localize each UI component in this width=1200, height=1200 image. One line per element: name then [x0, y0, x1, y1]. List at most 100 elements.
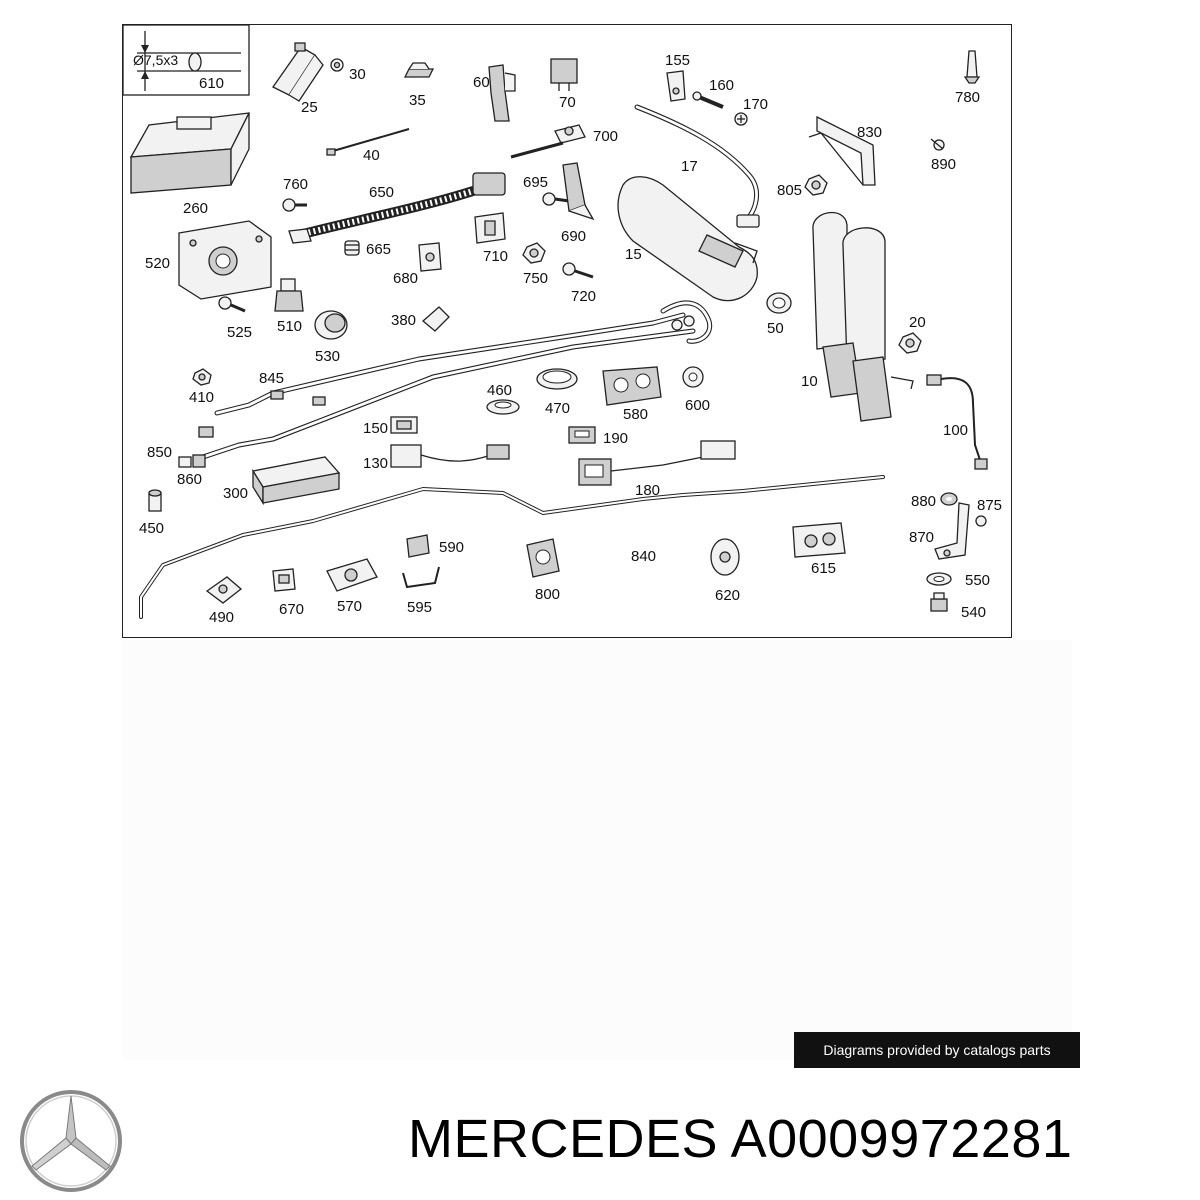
screw-part [734, 112, 748, 126]
page-background [122, 640, 1072, 1060]
fitting-part [178, 454, 206, 468]
air-cylinder-part [812, 211, 914, 422]
callout: 600 [685, 397, 710, 414]
spring-part [344, 240, 360, 256]
bracket-part [934, 502, 970, 560]
pipe-holder-part [526, 538, 560, 578]
callout-labels: 610 25 30 35 60 70 155 160 170 780 700 4… [139, 52, 1002, 626]
grommet-part [710, 538, 740, 576]
callout: 580 [623, 406, 648, 423]
callout: 690 [561, 228, 586, 245]
mounting-bracket-part [808, 115, 876, 186]
dimension-label: Ø7,5x3 [133, 52, 178, 68]
callout: 615 [811, 560, 836, 577]
callout: 780 [955, 89, 980, 106]
clip-part [272, 568, 296, 592]
callout: 760 [283, 176, 308, 193]
nut-part [930, 592, 948, 612]
callout: 520 [145, 255, 170, 272]
mounting-plate-part [178, 220, 272, 300]
callout: 650 [369, 184, 394, 201]
callout: 450 [139, 520, 164, 537]
screw-part [282, 198, 307, 212]
connector-part [568, 426, 596, 444]
clip-part [418, 242, 442, 272]
callout: 720 [571, 288, 596, 305]
pipe-holder-part [326, 558, 378, 592]
clip-part [682, 366, 704, 388]
callout: 695 [523, 174, 548, 191]
screw-part [218, 296, 246, 313]
cable-tie-part [326, 128, 410, 156]
callout: 830 [857, 124, 882, 141]
callout: 550 [965, 572, 990, 589]
nut-part [804, 174, 828, 196]
callout: 530 [315, 348, 340, 365]
callout: 260 [183, 200, 208, 217]
credit-badge: Diagrams provided by catalogs parts [794, 1032, 1080, 1068]
seal-ring-part [536, 368, 578, 390]
callout: 30 [349, 66, 366, 83]
callout: 130 [363, 455, 388, 472]
credit-text: Diagrams provided by catalogs parts [823, 1042, 1051, 1058]
callout: 170 [743, 96, 768, 113]
clip-part [406, 534, 430, 558]
screw-part [330, 58, 344, 72]
bracket-part [402, 566, 440, 589]
bracket-part [488, 64, 516, 122]
callout: 670 [279, 601, 304, 618]
callout: 845 [259, 370, 284, 387]
nut-part [192, 368, 212, 386]
callout: 510 [277, 318, 302, 335]
wiring-harness-part [390, 444, 510, 468]
pipe-holder-part [602, 366, 662, 406]
legend-box: Ø7,5x3 [123, 25, 250, 96]
callout: 60 [473, 74, 490, 91]
valve-part [274, 278, 304, 312]
control-unit-part [129, 112, 251, 194]
callout: 40 [363, 147, 380, 164]
callout: 890 [931, 156, 956, 173]
grommet-part [486, 399, 520, 415]
product-title: MERCEDES A0009972281 [408, 1109, 1073, 1169]
parts-diagram: Ø7,5x3 [122, 24, 1012, 638]
nut-part [522, 242, 546, 264]
mercedes-star-logo [20, 1090, 122, 1192]
callout: 160 [709, 77, 734, 94]
nut-part [975, 515, 987, 527]
callout: 620 [715, 587, 740, 604]
callout: 380 [391, 312, 416, 329]
callout: 800 [535, 586, 560, 603]
bracket-part [562, 162, 595, 221]
callout: 590 [439, 539, 464, 556]
callout: 860 [177, 471, 202, 488]
air-line-part [139, 475, 885, 619]
callout: 10 [801, 373, 818, 390]
sensor-part [926, 374, 988, 470]
connector-part [272, 42, 324, 102]
callout: 595 [407, 599, 432, 616]
callout: 750 [523, 270, 548, 287]
seal-ring-part [766, 292, 792, 314]
callout: 840 [631, 548, 656, 565]
callout: 525 [227, 324, 252, 341]
callout: 875 [977, 497, 1002, 514]
nut-part [898, 332, 922, 354]
callout: 50 [767, 320, 784, 337]
air-tank-part [617, 176, 758, 302]
callout: 180 [635, 482, 660, 499]
air-pipe-part [198, 300, 713, 460]
clip-part [963, 50, 981, 84]
callout: 880 [911, 493, 936, 510]
callout: 470 [545, 400, 570, 417]
cap-part [314, 310, 348, 340]
callout: 490 [209, 609, 234, 626]
clip-part [403, 62, 435, 78]
screw-part [692, 91, 724, 109]
callout: 850 [147, 444, 172, 461]
callout: 680 [393, 270, 418, 287]
sleeve-part [148, 489, 162, 512]
strap-part [510, 141, 564, 159]
callout: 20 [909, 314, 926, 331]
callout: 35 [409, 92, 426, 109]
